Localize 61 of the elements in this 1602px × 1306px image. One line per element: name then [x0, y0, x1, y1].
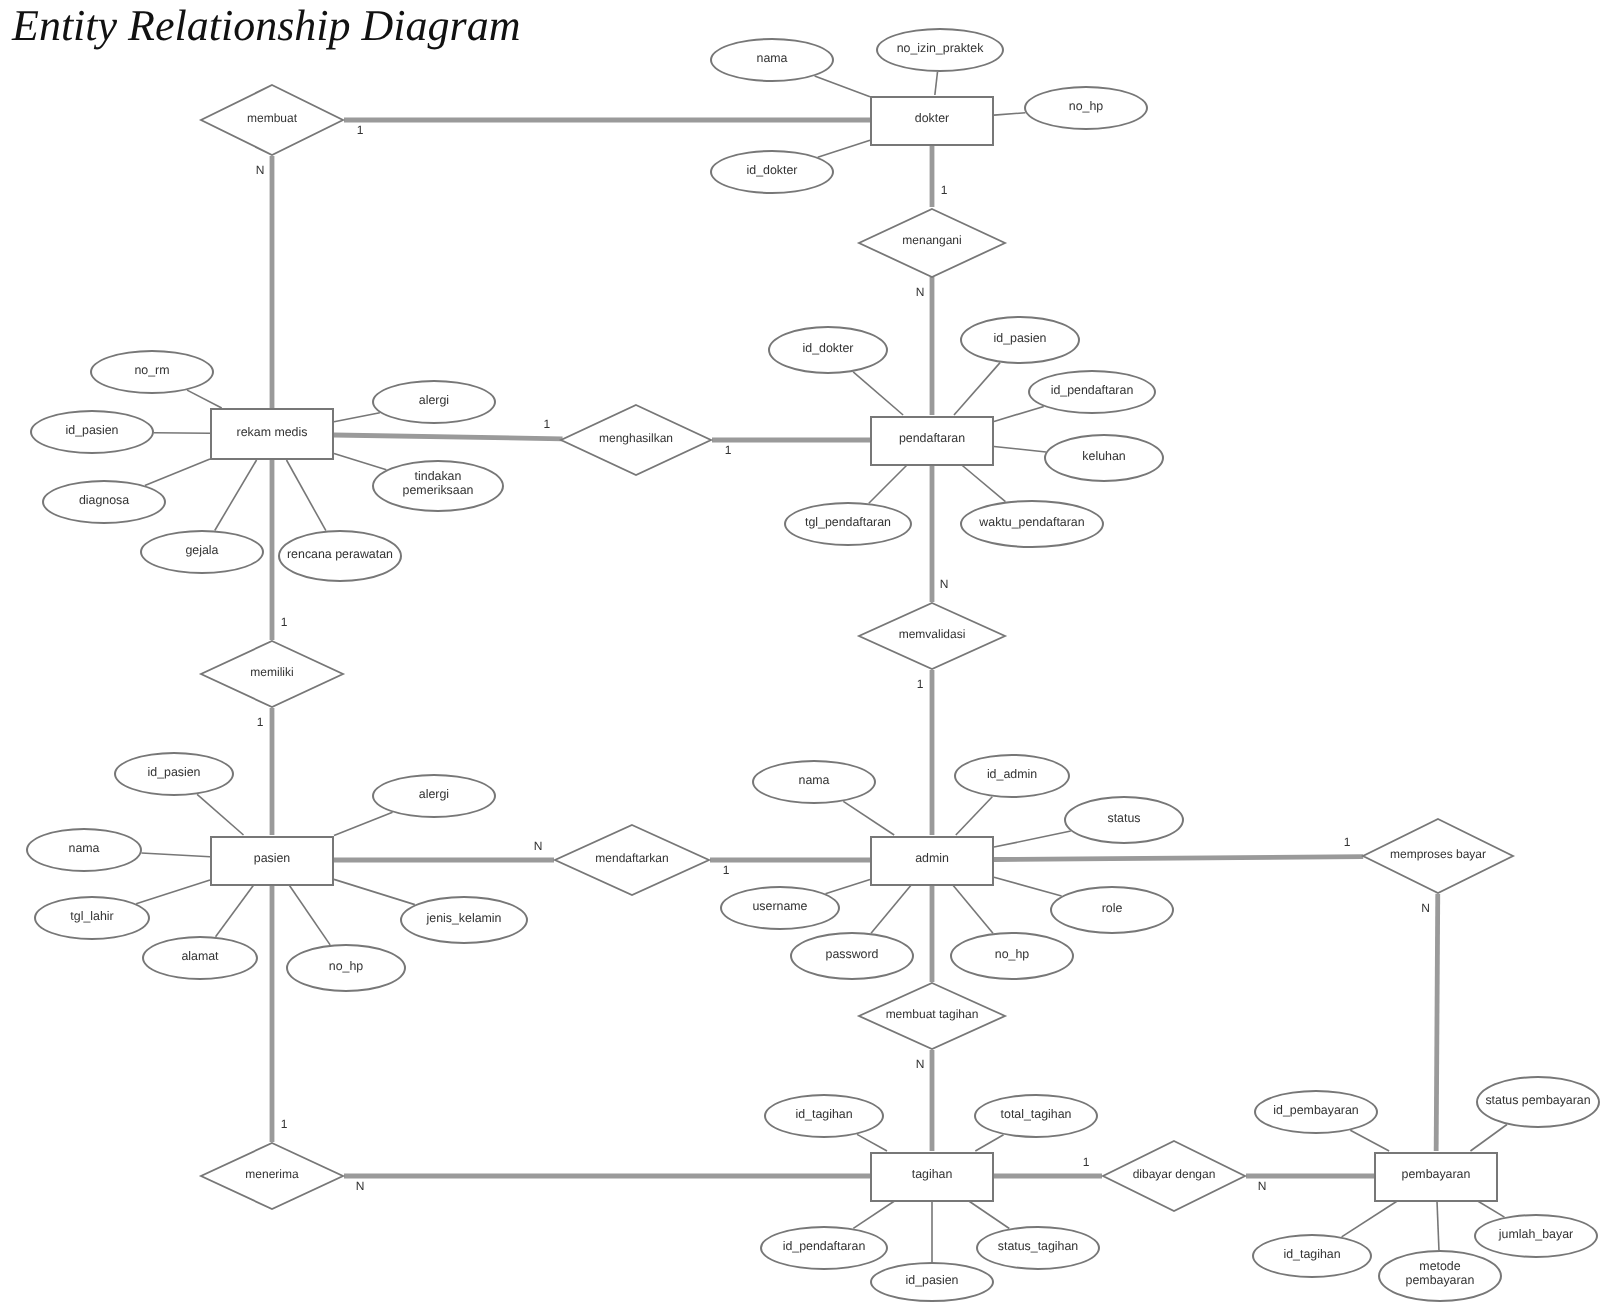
attribute-line — [870, 884, 912, 934]
relationship-line — [269, 885, 275, 1142]
attribute-line — [842, 800, 895, 836]
relationship-line — [269, 708, 275, 835]
attribute-line — [288, 884, 331, 946]
relationship-line — [929, 885, 935, 982]
attribute-line — [135, 879, 211, 905]
relationship-line — [344, 1173, 870, 1179]
attribute-line — [1469, 1123, 1508, 1152]
attribute-line — [993, 830, 1072, 848]
relationship-line — [333, 432, 563, 442]
attribute-line — [960, 464, 1007, 503]
relationship-line — [929, 145, 935, 207]
relationship-line — [1246, 1173, 1374, 1179]
attribute-line — [993, 111, 1027, 116]
attribute-line — [852, 1200, 896, 1230]
relationship-line — [929, 1050, 935, 1151]
attribute-line — [1476, 1200, 1506, 1218]
attribute-line — [934, 71, 939, 96]
relationship-line — [994, 854, 1364, 862]
attribute-line — [931, 1200, 933, 1263]
attribute-line — [153, 431, 211, 435]
attribute-line — [816, 139, 871, 158]
diagram-title: Entity Relationship Diagram — [12, 0, 521, 52]
attribute-line — [993, 405, 1045, 423]
attribute-line — [196, 793, 245, 836]
attribute-line — [852, 371, 904, 416]
attribute-line — [333, 811, 394, 837]
attribute-line — [1349, 1129, 1390, 1152]
attribute-line — [856, 1133, 888, 1152]
attribute-line — [214, 884, 255, 938]
attribute-line — [333, 411, 381, 423]
attribute-line — [285, 459, 327, 532]
attribute-line — [813, 75, 871, 98]
relationship-line — [929, 277, 935, 415]
attribute-line — [1340, 1200, 1399, 1238]
relationship-line — [712, 437, 870, 443]
attribute-line — [333, 452, 388, 471]
attribute-line — [868, 464, 908, 504]
relationship-line — [929, 465, 935, 602]
attribute-line — [993, 876, 1063, 897]
relationship-line — [269, 460, 275, 640]
relationship-line — [334, 857, 554, 863]
attribute-line — [1436, 1200, 1440, 1251]
attribute-line — [333, 878, 416, 906]
attribute-line — [213, 459, 258, 532]
attribute-line — [144, 458, 211, 487]
relationship-line — [994, 1173, 1102, 1179]
attribute-line — [824, 878, 871, 895]
attribute-line — [974, 1133, 1005, 1152]
attribute-line — [953, 361, 1001, 416]
attribute-line — [952, 884, 994, 934]
attribute-line — [968, 1200, 1011, 1230]
relationship-line — [269, 156, 275, 408]
attribute-line — [140, 852, 211, 858]
relationship-line — [344, 117, 870, 123]
relationship-line — [1433, 893, 1441, 1151]
relationship-line — [710, 857, 870, 863]
relationship-line — [929, 670, 935, 835]
attribute-line — [955, 795, 994, 836]
attribute-line — [993, 445, 1047, 453]
